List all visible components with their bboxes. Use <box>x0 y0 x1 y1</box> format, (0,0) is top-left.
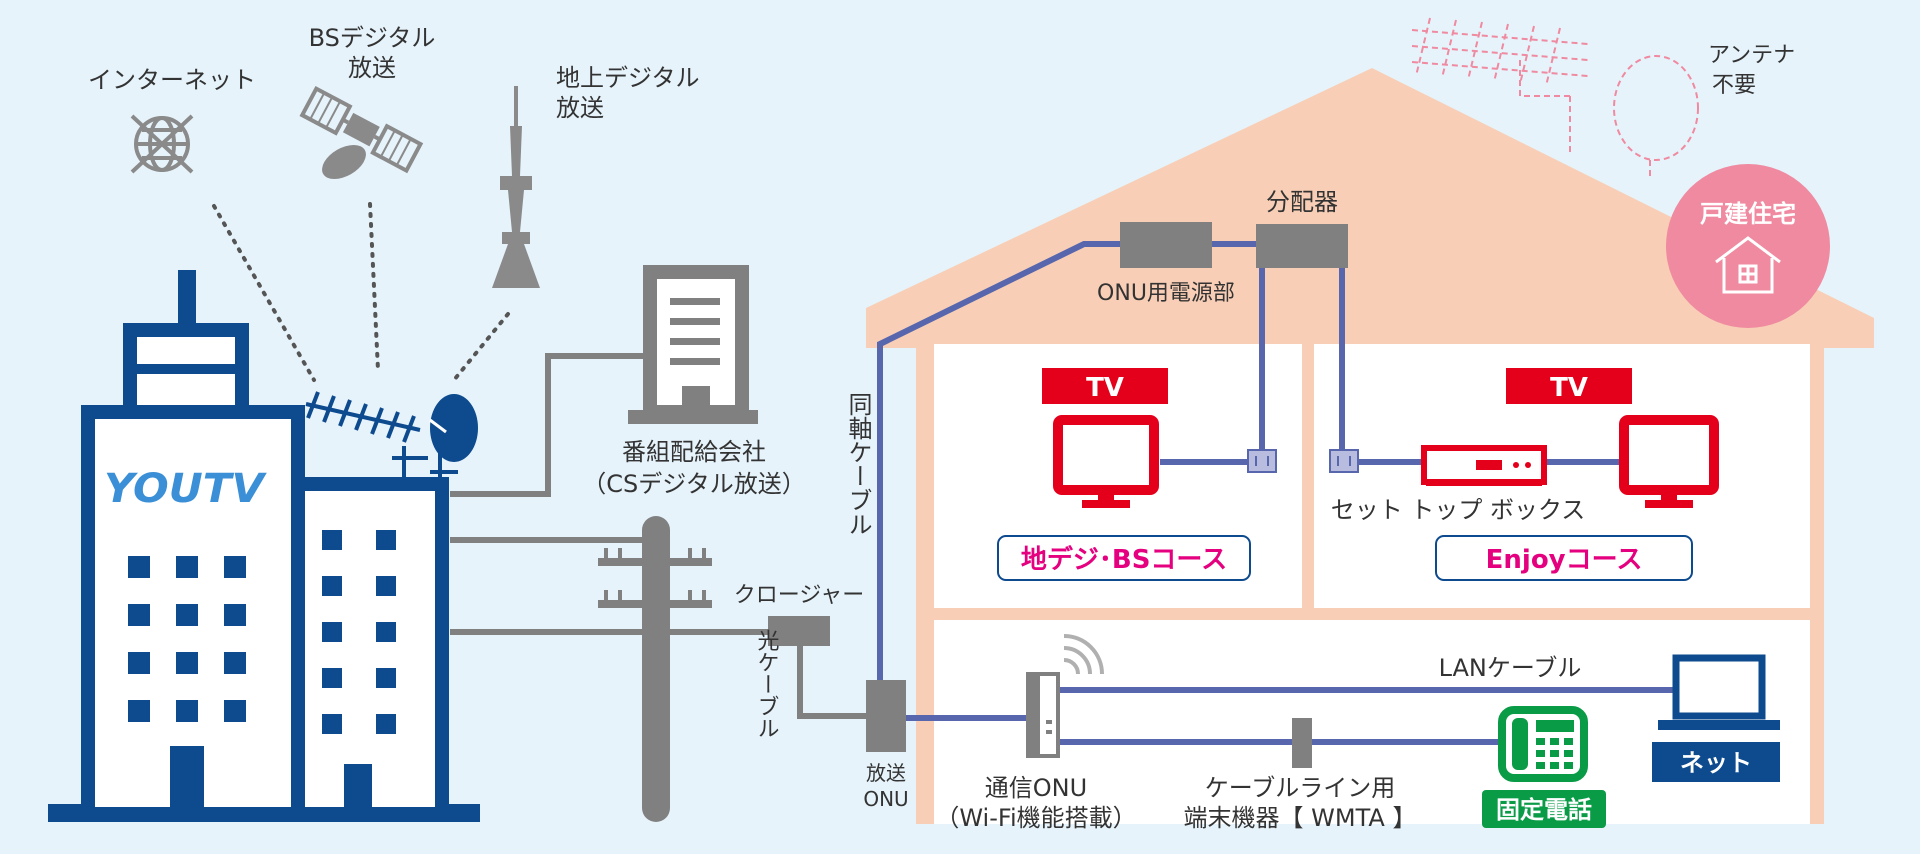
badge-circle <box>1666 164 1830 328</box>
program-distributor-line2: （CSデジタル放送） <box>582 470 806 498</box>
wmta-line1: ケーブルライン用 <box>1205 774 1396 802</box>
course-enjoy-label: Enjoyコース <box>1486 545 1643 575</box>
net-badge <box>1652 742 1780 782</box>
broadcast-onu-line2: ONU <box>863 787 908 811</box>
tv-icon <box>1619 415 1719 508</box>
station-connection-lines <box>450 353 770 635</box>
broadcast-onu-line1: 放送 <box>866 761 906 785</box>
set-top-box-icon <box>1421 445 1547 486</box>
badge-label: 戸建住宅 <box>1700 200 1796 228</box>
wmta-device <box>1292 718 1312 768</box>
course-digital-bs-box <box>997 535 1251 581</box>
stb-label: セット トップ ボックス <box>1331 496 1586 524</box>
terrestrial-label-line2: 放送 <box>556 94 604 122</box>
course-digital-bs-label: 地デジ･BSコース <box>1021 544 1227 575</box>
coax-cables <box>877 241 1676 745</box>
splitter-label: 分配器 <box>1266 188 1338 216</box>
windows <box>128 530 396 808</box>
fiber-label-text: 光ケーブル <box>754 629 780 739</box>
signal-lines <box>212 202 510 382</box>
communication-onu-device <box>1026 672 1060 758</box>
internet-label: インターネット <box>88 66 256 94</box>
fiber-label: 光ケーブル <box>754 629 780 739</box>
program-distributor-line1: 番組配給会社 <box>622 438 766 466</box>
left-tv-label: TV <box>1086 373 1124 403</box>
onu-power-label: ONU用電源部 <box>1097 281 1235 306</box>
wmta-line2: 端末機器【 WMTA 】 <box>1184 804 1417 832</box>
fiber-cable <box>797 646 866 719</box>
satellite-icon <box>299 85 424 180</box>
unneeded-antenna-icon <box>1411 17 1699 180</box>
left-tv-badge <box>1042 368 1168 404</box>
fixed-phone-badge <box>1482 790 1606 828</box>
antenna-note-line2: 不要 <box>1712 73 1756 98</box>
comm-onu-line2: （Wi-Fi機能搭載） <box>935 804 1136 832</box>
wall-outlet-icon <box>1247 449 1277 473</box>
closure-label: クロージャー <box>734 583 864 608</box>
lan-cable-label: LANケーブル <box>1439 654 1582 682</box>
right-tv-badge <box>1506 368 1632 404</box>
laptop-icon <box>1658 654 1780 730</box>
youtv-logo: YOUTV <box>104 466 267 512</box>
onu-power-unit <box>1120 222 1212 268</box>
satellite-dish-icon <box>429 394 478 484</box>
tv-icon <box>1053 415 1159 508</box>
antenna-note-line1: アンテナ <box>1708 43 1795 68</box>
wall-outlet-icon <box>1329 449 1359 473</box>
terrestrial-label-line1: 地上デジタル <box>556 64 700 92</box>
fixed-phone-label: 固定電話 <box>1496 796 1592 824</box>
station-building: YOUTV <box>48 270 480 822</box>
net-label: ネット <box>1680 749 1752 777</box>
broadcast-tower-icon <box>492 86 540 288</box>
home-icon <box>1715 236 1781 294</box>
telephone-icon <box>1498 706 1588 782</box>
coax-label: 同軸ケーブル <box>844 392 872 536</box>
program-distributor-building-icon <box>628 265 758 424</box>
house-roof <box>866 68 1874 348</box>
bs-label-line1: BSデジタル <box>309 24 436 52</box>
wifi-icon <box>1063 634 1104 675</box>
globe-icon <box>130 114 194 174</box>
closure-box <box>768 616 830 646</box>
detached-house-badge: 戸建住宅 <box>1666 164 1830 328</box>
utility-pole-icon <box>598 516 712 822</box>
right-tv-label: TV <box>1550 373 1588 403</box>
course-enjoy-box <box>1435 535 1693 581</box>
yagi-antenna-icon <box>305 391 428 482</box>
splitter-box <box>1256 224 1348 268</box>
comm-onu-line1: 通信ONU <box>985 774 1087 802</box>
broadcast-onu-box <box>866 680 906 752</box>
bs-label-line2: 放送 <box>348 54 396 82</box>
